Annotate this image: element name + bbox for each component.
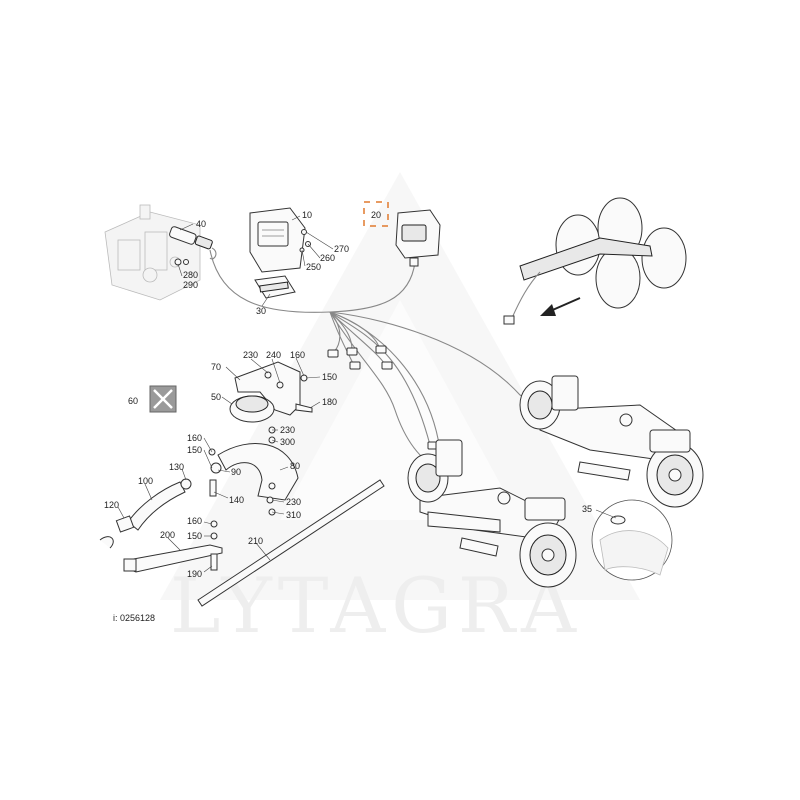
callout-30[interactable]: 30 <box>256 306 266 316</box>
callout-130[interactable]: 130 <box>169 462 184 472</box>
callout-60[interactable]: 60 <box>128 396 138 406</box>
callout-80[interactable]: 80 <box>290 461 300 471</box>
callout-290[interactable]: 290 <box>183 280 198 290</box>
callout-70[interactable]: 70 <box>211 362 221 372</box>
callout-150-mid[interactable]: 150 <box>187 445 202 455</box>
selected-part-marker[interactable] <box>363 201 389 227</box>
callout-labels: 40 10 20 270 260 250 280 290 30 230 240 … <box>104 210 592 579</box>
callout-210[interactable]: 210 <box>248 536 263 546</box>
callout-20[interactable]: 20 <box>371 210 381 220</box>
pressure-sensor <box>169 226 217 266</box>
callout-10[interactable]: 10 <box>302 210 312 220</box>
callout-50[interactable]: 50 <box>211 392 221 402</box>
callout-180[interactable]: 180 <box>322 397 337 407</box>
callout-150-low[interactable]: 150 <box>187 531 202 541</box>
direction-arrow-icon <box>540 297 581 316</box>
callout-160-mid[interactable]: 160 <box>187 433 202 443</box>
detail-view <box>591 499 673 581</box>
tractor-overview <box>503 197 687 325</box>
callout-300[interactable]: 300 <box>280 437 295 447</box>
callout-310[interactable]: 310 <box>286 510 301 520</box>
mounting-bracket <box>234 361 313 416</box>
callout-230-low[interactable]: 230 <box>286 497 301 507</box>
callout-40[interactable]: 40 <box>196 219 206 229</box>
callout-160-top[interactable]: 160 <box>290 350 305 360</box>
callout-200[interactable]: 200 <box>160 530 175 540</box>
callout-150-top[interactable]: 150 <box>322 372 337 382</box>
callout-120[interactable]: 120 <box>104 500 119 510</box>
linkage-arm <box>208 442 299 516</box>
callout-230-mid[interactable]: 230 <box>280 425 295 435</box>
leader-lines <box>117 215 617 573</box>
callout-140[interactable]: 140 <box>229 495 244 505</box>
callout-270[interactable]: 270 <box>334 244 349 254</box>
callout-240[interactable]: 240 <box>266 350 281 360</box>
rubber-hose <box>99 478 192 549</box>
adjustment-lever <box>123 520 223 573</box>
connector-bracket <box>254 275 296 299</box>
control-unit <box>249 207 311 273</box>
watermark-text: LYTAGRA <box>170 561 582 650</box>
callout-35[interactable]: 35 <box>582 504 592 514</box>
callout-260[interactable]: 260 <box>320 253 335 263</box>
callout-250[interactable]: 250 <box>306 262 321 272</box>
callout-90[interactable]: 90 <box>231 467 241 477</box>
callout-190[interactable]: 190 <box>187 569 202 579</box>
long-rod <box>197 479 385 607</box>
callout-100[interactable]: 100 <box>138 476 153 486</box>
callout-280[interactable]: 280 <box>183 270 198 280</box>
display-module <box>395 209 441 267</box>
image-id-label: i: 0256128 <box>113 613 155 623</box>
sensor-disc <box>229 395 276 444</box>
front-axle <box>407 439 577 588</box>
callout-230-top[interactable]: 230 <box>243 350 258 360</box>
crossed-out-part-icon <box>149 385 177 413</box>
rear-axle <box>519 375 704 508</box>
callout-160-low[interactable]: 160 <box>187 516 202 526</box>
